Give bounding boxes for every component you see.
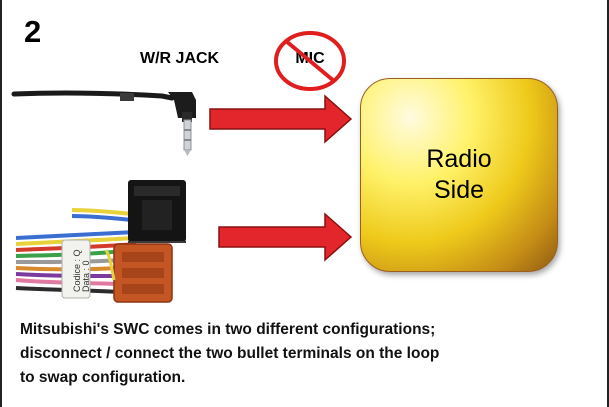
caption-line1: Mitsubishi's SWC comes in two different … <box>20 321 436 338</box>
mic-prohibited: MIC <box>272 30 348 92</box>
wiring-harness-photo: Codice : Q Data : 0 <box>15 180 186 303</box>
harness-sticker-line2: Data : 0 <box>81 260 91 292</box>
radio-label-line2: Side <box>433 176 485 204</box>
jack-cable-photo <box>11 90 196 156</box>
caption-line2: disconnect / connect the two bullet term… <box>20 345 440 362</box>
caption-line3: to swap configuration. <box>20 369 186 386</box>
step-number: 2 <box>24 14 42 49</box>
wiring-illustration: Codice : Q Data : 0 <box>11 90 353 303</box>
jack-label: W/R JACK <box>140 50 220 67</box>
radio-label-line1: Radio <box>426 145 492 173</box>
prohibition-icon <box>274 31 346 91</box>
right-arrow-icon <box>218 212 353 262</box>
caption: Mitsubishi's SWC comes in two different … <box>20 318 600 390</box>
harness-sticker-line1: Codice : Q <box>72 249 82 292</box>
radio-side-box: Radio Side <box>360 78 558 272</box>
right-arrow-icon <box>209 94 353 144</box>
